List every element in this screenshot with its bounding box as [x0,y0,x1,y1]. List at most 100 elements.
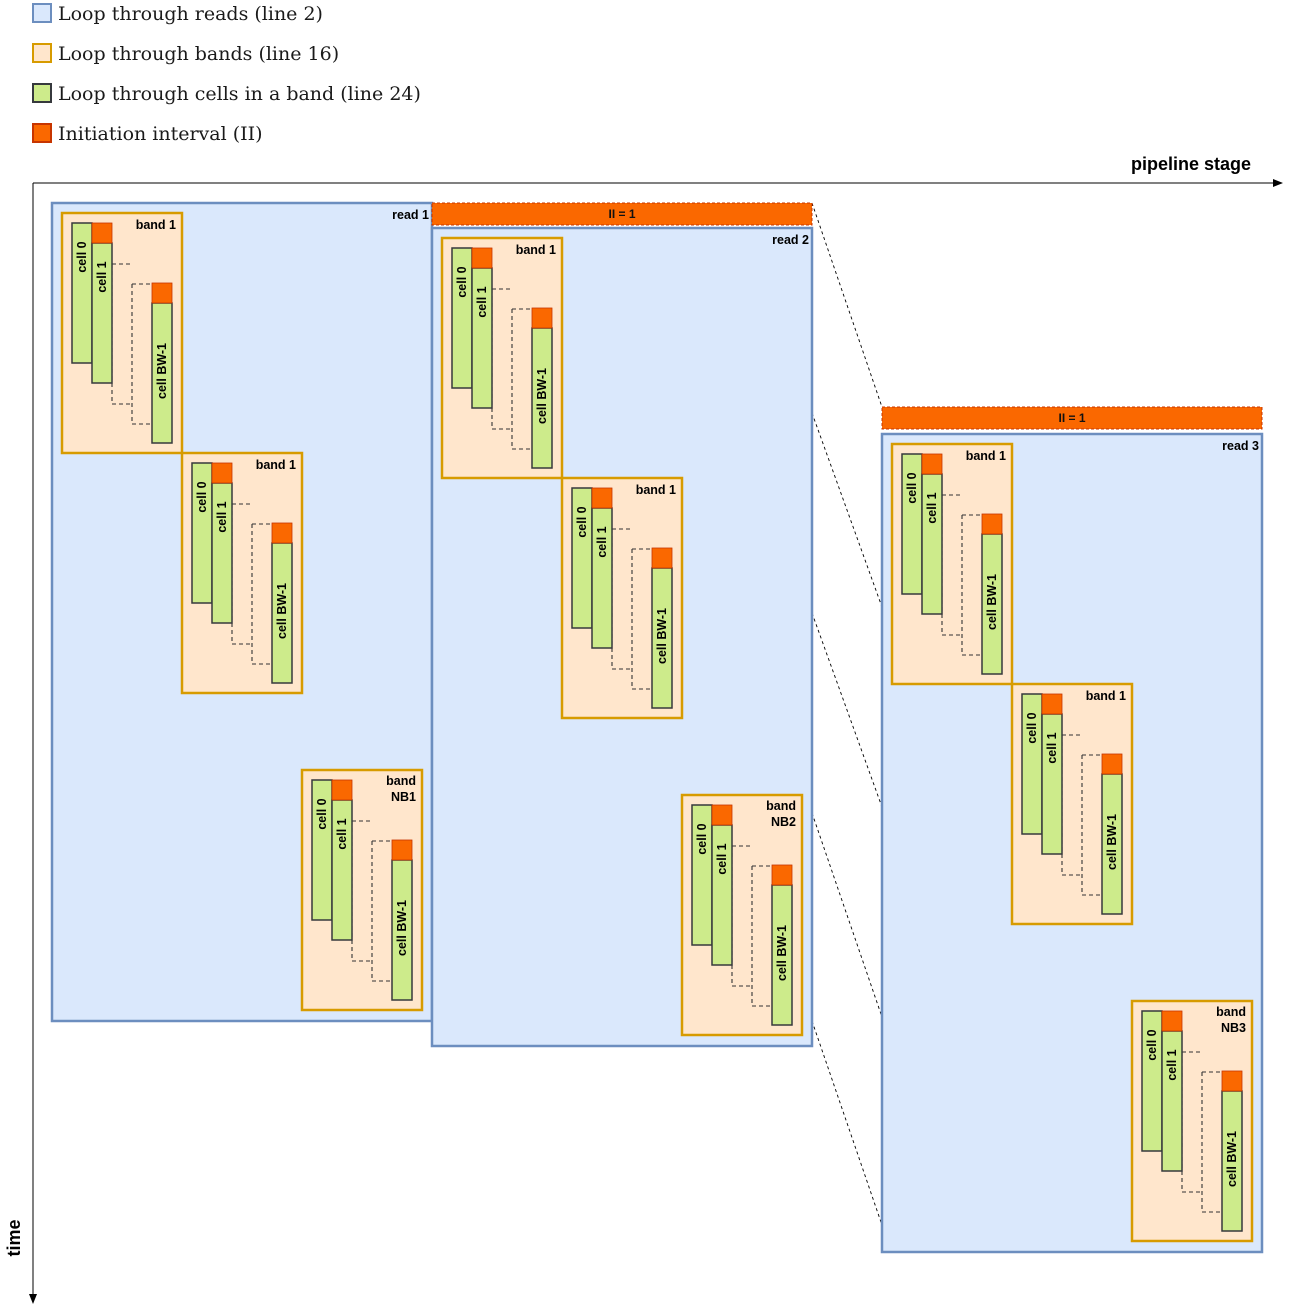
legend-swatch-bands [32,43,52,63]
cell-0: cell 0 [1141,1010,1163,1152]
cell-label: cell 1 [335,818,349,849]
cell-placeholder-outline [611,528,633,670]
initiation-interval-block [1221,1070,1243,1092]
cell-label: cell 0 [75,241,89,272]
cell-bw-1: cell BW-1 [531,307,553,469]
cell-label: cell BW-1 [535,368,549,424]
cell-0: cell 0 [571,487,593,629]
legend-item-bands: Loop through bands (line 16) [32,43,339,65]
cell-placeholder-outline [231,503,253,645]
initiation-interval-block [91,222,113,244]
band-label-line-1: band [766,799,796,813]
cell-0: cell 0 [191,462,213,604]
stage-connector-line [811,812,883,1018]
stage-connector-line [811,612,883,808]
cell-placeholder-outline [1201,1071,1223,1213]
cell-placeholder-outline [491,288,513,430]
cell-bw-1: cell BW-1 [981,513,1003,675]
band-label: band 1 [966,449,1006,463]
stage-connector-line [811,412,883,608]
cell-placeholder-outline [251,523,273,665]
cell-placeholder-outline [961,514,983,656]
cell-bw-1: cell BW-1 [151,282,173,444]
cell-label: cell 0 [695,823,709,854]
cell-1: cell 1 [591,487,613,649]
band-second: band 1 cell 0 cell 1 cell BW-1 [560,476,684,720]
ii-bar-box [431,202,813,226]
cell-bw-1: cell BW-1 [391,839,413,1001]
cell-label: cell 1 [95,261,109,292]
read-label: read 2 [772,233,809,247]
cell-1: cell 1 [91,222,113,384]
cell-placeholder-outline [1181,1051,1203,1193]
cell-1: cell 1 [1041,693,1063,855]
cell-placeholder-outline [1081,754,1103,896]
initiation-interval-block [591,487,613,509]
cell-label: cell BW-1 [275,583,289,639]
initiation-interval-block [1041,693,1063,715]
cell-label: cell 1 [925,492,939,523]
cell-0: cell 0 [451,247,473,389]
band-first: band 1 cell 0 cell 1 cell BW-1 [890,442,1014,686]
y-axis-label: time [4,1219,24,1256]
cell-bw-1: cell BW-1 [1221,1070,1243,1232]
cell-bw-1: cell BW-1 [651,547,673,709]
legend-swatch-cells [32,83,52,103]
band-label-line-2: NB1 [391,790,416,804]
cell-placeholder-outline [371,840,393,982]
legend-item-cells: Loop through cells in a band (line 24) [32,83,421,105]
cell-label: cell BW-1 [655,608,669,664]
initiation-interval-block [981,513,1003,535]
ii-bar-label: II = 1 [1058,411,1085,425]
cell-label: cell 0 [575,506,589,537]
cell-0: cell 0 [71,222,93,364]
legend-label-bands: Loop through bands (line 16) [58,43,339,65]
legend-item-ii: Initiation interval (II) [32,123,263,145]
initiation-interval-block [1161,1010,1183,1032]
band-label-line-2: NB2 [771,815,796,829]
cell-label: cell BW-1 [775,925,789,981]
legend: Loop through reads (line 2) Loop through… [32,3,421,145]
cell-label: cell 0 [455,266,469,297]
stage-connector-line [811,202,883,408]
initiation-interval-block [771,864,793,886]
stage-connector-line [811,1020,883,1226]
band-label: band 1 [636,483,676,497]
initiation-interval-block [211,462,233,484]
cell-0: cell 0 [1021,693,1043,835]
cell-label: cell 1 [595,526,609,557]
legend-item-reads: Loop through reads (line 2) [32,3,323,25]
cell-bw-1: cell BW-1 [1101,753,1123,915]
cell-placeholder-outline [351,820,373,962]
cell-label: cell BW-1 [1105,814,1119,870]
cell-label: cell 1 [1165,1049,1179,1080]
cell-0: cell 0 [311,779,333,921]
initiation-interval-block [271,522,293,544]
legend-label-cells: Loop through cells in a band (line 24) [58,83,421,105]
read-label: read 1 [392,208,429,222]
legend-swatch-ii [32,123,52,143]
band-label-line-1: band [1216,1005,1246,1019]
initiation-interval-block [471,247,493,269]
cell-label: cell 1 [475,286,489,317]
cell-label: cell 1 [1045,732,1059,763]
cell-label: cell 0 [905,472,919,503]
cell-label: cell 1 [215,501,229,532]
initiation-interval-block [651,547,673,569]
initiation-interval-block [391,839,413,861]
ii-bar: II = 1 [881,406,1263,430]
x-axis-label: pipeline stage [1131,154,1251,174]
cell-label: cell BW-1 [985,574,999,630]
cell-placeholder-outline [631,548,653,690]
initiation-interval-block [531,307,553,329]
cell-1: cell 1 [211,462,233,624]
cell-placeholder-outline [751,865,773,1007]
axes: pipeline stage time [4,154,1283,1304]
